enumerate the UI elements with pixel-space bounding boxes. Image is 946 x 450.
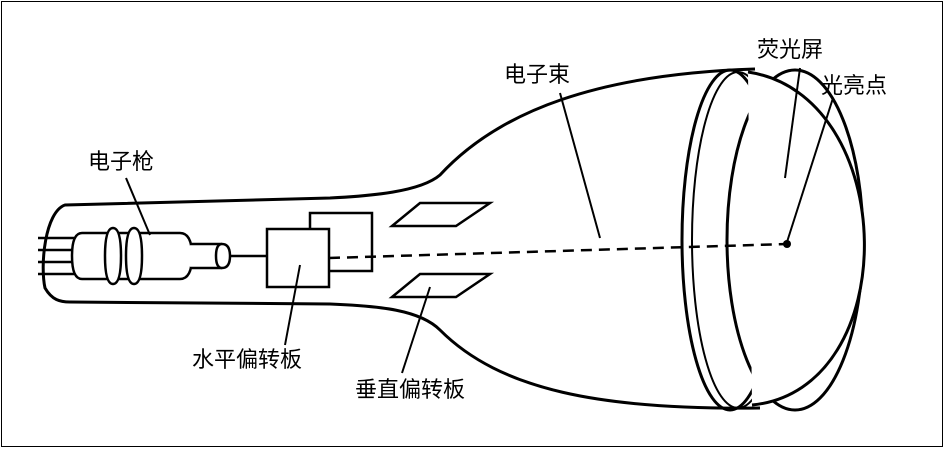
tube-envelope xyxy=(41,67,761,410)
horizontal-plates xyxy=(230,211,374,289)
label-light-spot: 光亮点 xyxy=(821,74,888,99)
label-vertical-deflection-plates: 垂直偏转板 xyxy=(355,378,466,403)
label-horizontal-deflection-plates: 水平偏转板 xyxy=(192,348,303,373)
screen-face xyxy=(747,70,866,407)
leader-lines xyxy=(125,67,834,374)
light-spot xyxy=(783,240,791,248)
vertical-plates xyxy=(388,201,495,299)
label-fluorescent-screen: 荧光屏 xyxy=(757,38,824,63)
label-electron-beam: 电子束 xyxy=(504,63,571,88)
electron-beam xyxy=(328,242,788,260)
electron-gun xyxy=(70,226,232,286)
label-electron-gun: 电子枪 xyxy=(88,150,155,175)
